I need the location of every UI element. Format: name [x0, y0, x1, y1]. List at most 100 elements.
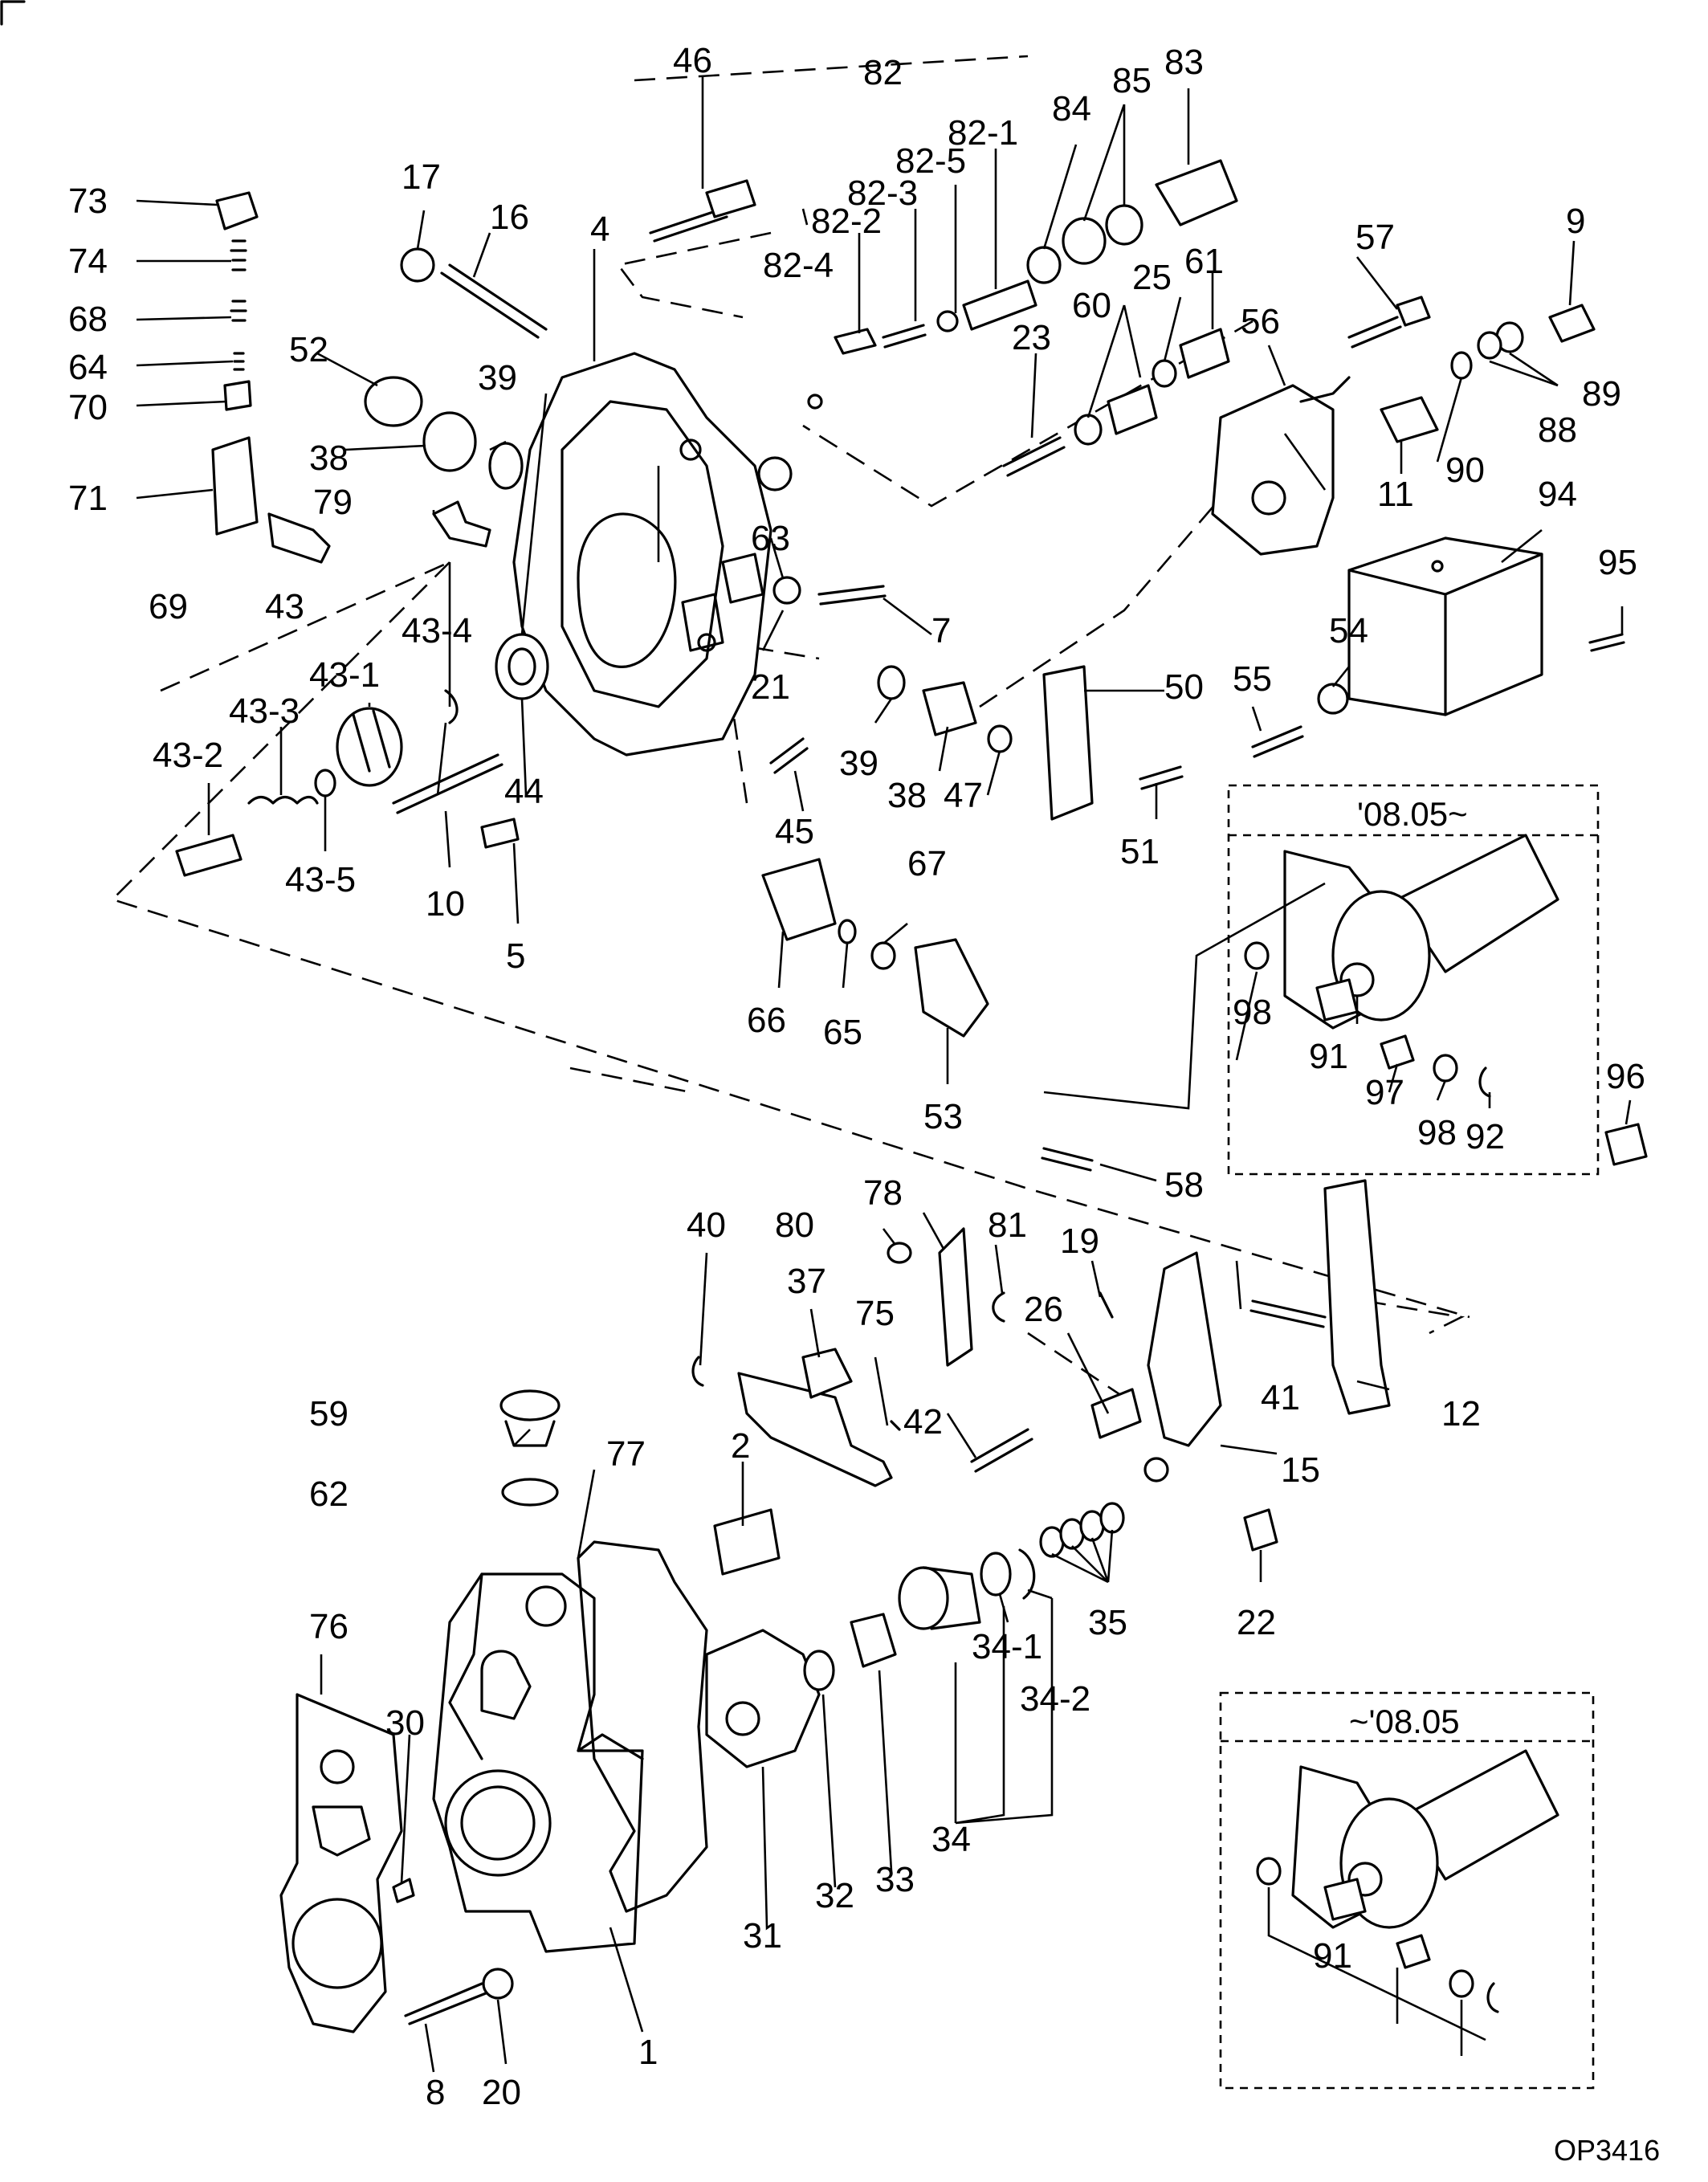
callout-23: 23 [1012, 318, 1051, 357]
bolt-57-group [1347, 296, 1596, 443]
callout-82: 82 [863, 53, 903, 92]
callout-labels: 46 82 82-1 84 85 83 82-5 82-3 82-2 82-4 … [68, 41, 1645, 2112]
sleeve-33 [850, 1613, 897, 1668]
callout-71: 71 [68, 479, 108, 518]
callout-43-3: 43-3 [229, 691, 300, 731]
clip-96 [1604, 1123, 1648, 1166]
lever-parts-37-12 [691, 1179, 1391, 1552]
variant-old-label: ~'08.05 [1349, 1703, 1460, 1740]
cover-box-94 [1347, 536, 1625, 716]
main-housing-4 [495, 352, 772, 757]
callout-83: 83 [1164, 43, 1204, 82]
callout-10: 10 [426, 884, 465, 924]
callout-31: 31 [743, 1916, 782, 1956]
drawing-code: OP3416 [1554, 2134, 1660, 2167]
callout-26: 26 [1024, 1290, 1063, 1329]
callout-38a: 38 [309, 438, 349, 478]
callout-2: 2 [731, 1426, 750, 1466]
callout-64: 64 [68, 348, 108, 387]
callout-77: 77 [606, 1434, 646, 1474]
callout-25: 25 [1132, 258, 1172, 297]
callout-11: 11 [1377, 475, 1414, 514]
callout-67: 67 [907, 844, 947, 883]
callout-98b: 98 [1417, 1113, 1457, 1152]
callout-74: 74 [68, 242, 108, 281]
callout-89: 89 [1582, 374, 1621, 414]
timer-group-43 [175, 707, 520, 877]
callout-39b: 39 [839, 744, 878, 783]
callout-68: 68 [68, 300, 108, 339]
shaft-parts-7-47 [721, 456, 1013, 774]
callout-76: 76 [309, 1607, 349, 1646]
plate-2 [713, 1508, 781, 1576]
callout-82-1: 82-1 [948, 113, 1018, 153]
callout-84: 84 [1052, 89, 1091, 128]
stop-parts-53-67 [761, 858, 1094, 1172]
callout-82-3: 82-3 [847, 173, 918, 213]
callout-35: 35 [1088, 1603, 1127, 1642]
callout-66: 66 [747, 1001, 786, 1040]
callout-34-2: 34-2 [1020, 1679, 1090, 1719]
callout-73: 73 [68, 181, 108, 221]
callout-41: 41 [1261, 1378, 1300, 1417]
callout-4: 4 [590, 210, 609, 249]
callout-90: 90 [1445, 451, 1485, 490]
callout-97: 97 [1365, 1073, 1404, 1112]
callout-37: 37 [787, 1262, 826, 1301]
callout-56: 56 [1241, 302, 1280, 341]
gasket-76 [279, 1693, 403, 2033]
nut-20 [482, 1968, 514, 2000]
callout-94: 94 [1538, 475, 1577, 514]
callout-7: 7 [931, 611, 951, 651]
governor-weights-31 [705, 1629, 821, 1768]
callout-9: 9 [1566, 202, 1585, 241]
callout-82-5: 82-5 [895, 141, 966, 181]
callout-85: 85 [1112, 61, 1152, 100]
callout-8: 8 [426, 2073, 445, 2112]
callout-17: 17 [402, 157, 441, 197]
callout-69: 69 [149, 587, 188, 626]
callout-42: 42 [903, 1402, 943, 1442]
callout-51: 51 [1120, 832, 1160, 871]
callout-59: 59 [309, 1394, 349, 1434]
corner-mark [0, 0, 26, 26]
callout-50: 50 [1164, 667, 1204, 707]
callout-81: 81 [988, 1205, 1027, 1245]
callout-75: 75 [855, 1294, 895, 1333]
washer-32 [803, 1650, 835, 1691]
callout-98a: 98 [1233, 993, 1272, 1032]
callout-43-1: 43-1 [309, 655, 380, 695]
callout-43-5: 43-5 [285, 860, 356, 899]
callout-80: 80 [775, 1205, 814, 1245]
callout-95: 95 [1598, 543, 1637, 582]
variant-box-old [1219, 1691, 1595, 2090]
callout-78: 78 [863, 1173, 903, 1213]
sleeve-34 [898, 1548, 1036, 1630]
callout-12: 12 [1441, 1394, 1481, 1434]
small-parts-left [211, 191, 548, 724]
callout-20: 20 [482, 2073, 521, 2112]
callout-15: 15 [1281, 1450, 1320, 1490]
lower-housing-1 [432, 1572, 644, 1953]
callout-44: 44 [504, 772, 544, 811]
callout-52: 52 [289, 330, 328, 369]
callout-91b: 91 [1313, 1936, 1352, 1976]
variant-box-new [1043, 784, 1600, 1176]
callout-38b: 38 [887, 776, 927, 815]
callout-21: 21 [751, 667, 790, 707]
callout-62: 62 [309, 1474, 349, 1514]
callout-55: 55 [1233, 659, 1272, 699]
callout-39a: 39 [478, 358, 517, 398]
callout-63: 63 [751, 519, 790, 558]
callout-82-4: 82-4 [763, 246, 834, 285]
callout-47: 47 [944, 776, 983, 815]
lever-50-group [1042, 665, 1349, 821]
callout-96: 96 [1606, 1057, 1645, 1096]
callout-65: 65 [823, 1013, 862, 1052]
cover-56 [1211, 376, 1351, 556]
callout-43: 43 [265, 587, 304, 626]
callout-82-2: 82-2 [811, 202, 882, 241]
valve-group-82 [649, 159, 1238, 410]
variant-new-label: '08.05~ [1357, 795, 1468, 833]
